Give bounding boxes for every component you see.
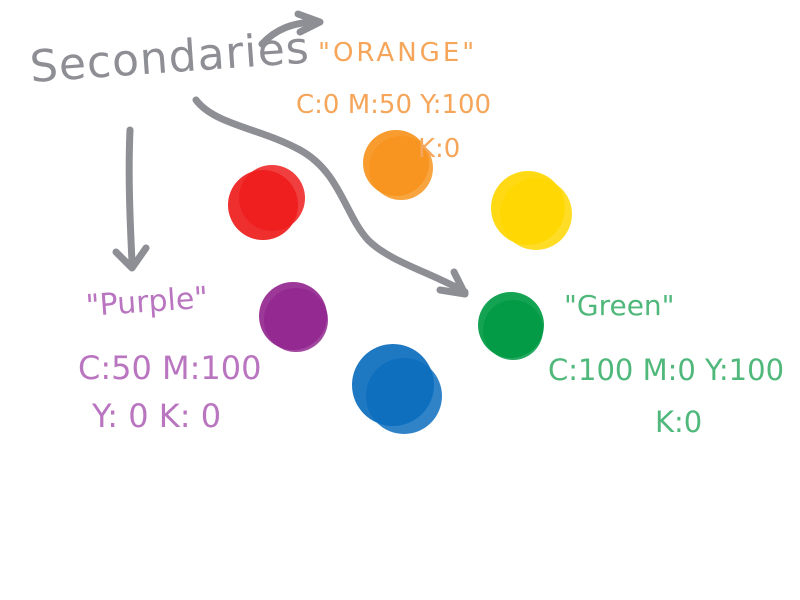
red-swatch	[228, 165, 305, 240]
orange-swatch	[363, 130, 433, 200]
yellow-swatch-blob	[500, 178, 572, 250]
arrow-to-green-head	[436, 268, 469, 298]
arrow-to-purple-head	[112, 244, 150, 272]
blue-swatch	[352, 344, 442, 434]
arrow-group	[112, 10, 469, 298]
purple-swatch-blob	[264, 288, 328, 352]
green-cmyk-line1: C:100 M:0 Y:100	[548, 353, 785, 387]
green-swatch-blob	[483, 300, 543, 360]
purple-cmyk-line2: Y: 0 K: 0	[92, 397, 222, 435]
arrow-to-orange-head	[294, 10, 324, 36]
red-swatch-blob	[239, 165, 305, 231]
orange-cmyk-line1: C:0 M:50 Y:100	[296, 90, 492, 120]
purple-swatch	[259, 282, 328, 352]
yellow-swatch	[491, 171, 572, 250]
green-cmyk-line2: K:0	[655, 405, 703, 439]
arrow-to-green	[192, 96, 469, 296]
orange-cmyk-line2: K:0	[418, 134, 461, 164]
purple-label: "Purple"	[84, 280, 210, 324]
green-swatch	[478, 292, 544, 360]
swatch-group	[228, 130, 572, 434]
orange-swatch-blob	[369, 136, 433, 200]
arrow-to-purple	[125, 126, 136, 266]
blue-swatch-blob	[366, 358, 442, 434]
purple-cmyk-line1: C:50 M:100	[78, 349, 262, 387]
green-label: "Green"	[564, 289, 675, 322]
orange-label: "ORANGE"	[318, 38, 478, 68]
